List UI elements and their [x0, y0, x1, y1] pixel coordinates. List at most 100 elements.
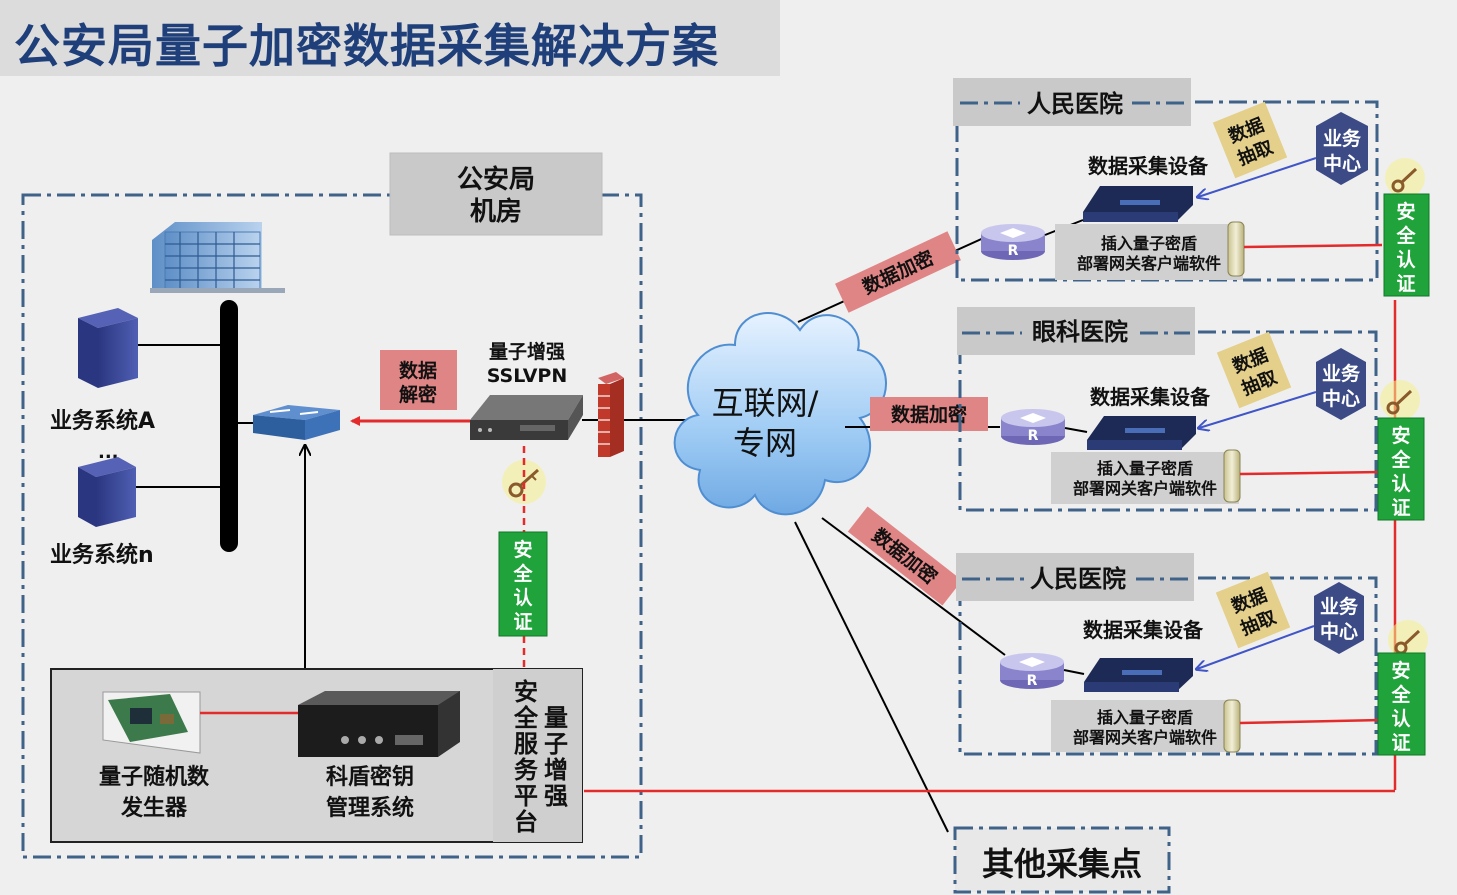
platform-char-10: 强: [544, 782, 568, 810]
auth-h1-char2: 全: [1395, 224, 1416, 247]
hospital-1-device-label: 数据采集设备: [1088, 154, 1209, 178]
cloud-label-line1: 互联网/: [712, 384, 819, 422]
key-icon-h2: [1380, 380, 1420, 420]
platform-char-1: 安: [514, 678, 538, 706]
hospital-2-router-letter: R: [1028, 428, 1039, 444]
decrypt-tag-line2: 解密: [399, 383, 437, 406]
hospital-2-note-line2: 部署网关客户端软件: [1073, 479, 1217, 498]
hospital-3-note-line2: 部署网关客户端软件: [1073, 728, 1217, 747]
hospital-1-router-icon: R: [981, 224, 1045, 260]
auth-h3-char4: 证: [1391, 732, 1410, 754]
vpn-device-icon: [470, 395, 583, 440]
decrypt-tag-line1: 数据: [399, 359, 437, 382]
platform-char-6: 台: [514, 808, 538, 836]
switch-icon: [253, 405, 340, 440]
hospital-2-note-line1: 插入量子密盾: [1097, 459, 1193, 478]
internet-cloud-icon: 互联网/ 专网: [673, 312, 887, 516]
auth-h3-char3: 认: [1391, 707, 1410, 730]
other-points-label: 其他采集点: [982, 845, 1142, 883]
vpn-label-line2: SSLVPN: [487, 365, 568, 387]
hospital-1-note-line1: 插入量子密盾: [1101, 234, 1197, 253]
vpn-label-line1: 量子增强: [489, 340, 565, 363]
hospital-1-router-letter: R: [1008, 243, 1019, 259]
page-title: 公安局量子加密数据采集解决方案: [14, 19, 719, 73]
hospital-3-router-letter: R: [1027, 673, 1038, 689]
hospital-3-center-icon: 业务 中心: [1314, 582, 1364, 654]
police-room-label-line2: 机房: [470, 197, 522, 227]
server-a-icon: [78, 308, 138, 388]
hospital-1-extract-tag: 数据 抽取: [1212, 101, 1288, 179]
auth-h1-char1: 安: [1396, 200, 1415, 223]
auth-h2-char2: 全: [1390, 448, 1411, 471]
platform-char-7: 量: [544, 704, 568, 732]
hospital-3-dongle-icon: [1223, 699, 1241, 753]
encrypt-tag-2-text: 数据加密: [891, 403, 967, 426]
kms-label-line1: 科盾密钥: [326, 764, 414, 790]
platform-char-4: 务: [514, 756, 539, 784]
hospital-2-device-icon: [1087, 416, 1196, 450]
hospital-2-center-icon: 业务 中心: [1316, 348, 1366, 420]
hospital-1: 人民医院 数据采集设备 R 插入量子密盾 部署网关客户端软件: [953, 78, 1383, 282]
cloud-label-line2: 专网: [733, 424, 797, 462]
encrypt-tag-1: 数据加密: [835, 231, 961, 313]
hospital-3-center-line2: 中心: [1320, 620, 1358, 643]
kms-device-icon: [298, 691, 460, 757]
auth-h2-char3: 认: [1391, 472, 1410, 495]
hospital-1-center-line2: 中心: [1323, 152, 1361, 175]
hospital-2-device-label: 数据采集设备: [1090, 385, 1211, 409]
auth-badge-psb: 安 全 认 证: [498, 531, 548, 637]
auth-h3-char2: 全: [1390, 683, 1411, 706]
hospital-2-center-line2: 中心: [1322, 387, 1360, 410]
hospital-3-note-line1: 插入量子密盾: [1097, 708, 1193, 727]
hospital-2-name: 眼科医院: [1032, 318, 1128, 346]
hospital-2-router-icon: R: [1001, 409, 1065, 445]
encrypt-tag-2: 数据加密: [870, 397, 988, 431]
building-icon: [150, 222, 285, 293]
auth-badge-h2: 安 全 认 证: [1377, 417, 1425, 521]
hospital-1-center-icon: 业务 中心: [1316, 112, 1368, 185]
auth-badge-h3: 安 全 认 证: [1377, 652, 1426, 756]
other-points-box: 其他采集点: [953, 826, 1171, 894]
platform-char-5: 平: [514, 782, 538, 810]
platform-char-8: 子: [544, 730, 568, 758]
decrypt-tag: 数据 解密: [380, 350, 457, 410]
platform-char-9: 增: [544, 756, 568, 784]
hospital-2-dongle-icon: [1223, 449, 1241, 503]
qrng-label-line1: 量子随机数: [99, 764, 210, 790]
auth-psb-char2: 全: [512, 562, 533, 585]
auth-h2-char1: 安: [1391, 424, 1410, 447]
auth-h1-char4: 证: [1396, 273, 1415, 295]
qrng-label-line2: 发生器: [120, 795, 188, 821]
hospital-3-name: 人民医院: [1030, 565, 1126, 593]
hospital-2-center-line1: 业务: [1322, 362, 1361, 385]
key-icon-h1: [1385, 158, 1425, 198]
hospital-1-dongle-icon: [1227, 221, 1245, 277]
kms-label-line2: 管理系统: [326, 795, 414, 821]
auth-h3-char1: 安: [1391, 659, 1410, 682]
encrypt-tag-3: 数据加密: [847, 506, 963, 606]
auth-psb-char4: 证: [513, 611, 532, 633]
qrng-device-icon: [102, 691, 201, 754]
hospital-2: 眼科医院 数据采集设备 R 插入量子密盾 部署网关客户端软件: [957, 307, 1383, 512]
firewall-icon: [598, 372, 624, 457]
auth-psb-char3: 认: [513, 586, 532, 609]
title-bar: 公安局量子加密数据采集解决方案: [0, 0, 780, 76]
auth-h2-char4: 证: [1391, 497, 1410, 519]
auth-badge-h1: 安 全 认 证: [1383, 193, 1430, 297]
police-room-boundary: [21, 193, 643, 859]
system-a-label: 业务系统A: [50, 408, 155, 434]
platform-label: 安 全 服 务 平 台 量 子 增 强: [513, 678, 568, 836]
hospital-3-router-icon: R: [1000, 653, 1064, 689]
hospital-3-extract-tag: 数据 抽取: [1215, 571, 1291, 649]
police-room-label: 公安局 机房: [389, 152, 603, 236]
police-room-label-line1: 公安局: [457, 165, 535, 195]
hospital-3-center-line1: 业务: [1320, 595, 1359, 618]
platform-char-3: 服: [514, 730, 539, 758]
network-bus: [220, 300, 238, 552]
hospital-3: 人民医院 数据采集设备 R 插入量子密盾 部署网关客户端软件: [956, 553, 1383, 756]
ellipsis-label: ...: [98, 442, 119, 463]
system-n-label: 业务系统n: [50, 542, 154, 568]
hospital-1-note-line2: 部署网关客户端软件: [1077, 254, 1221, 273]
platform-char-2: 全: [513, 704, 539, 732]
